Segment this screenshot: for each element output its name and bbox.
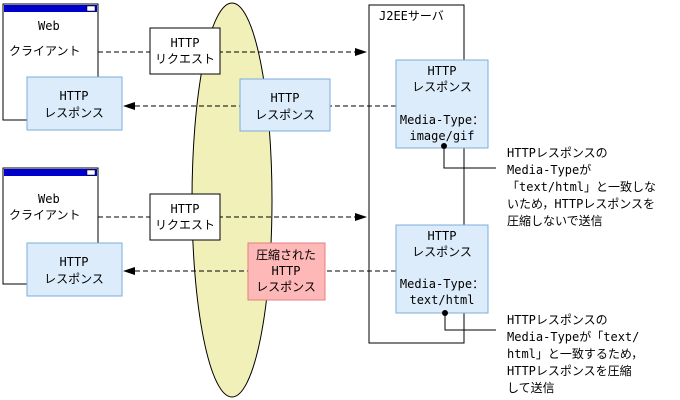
- server-response-top-line3: Media-Type：: [400, 113, 484, 127]
- client-response-top-line1: HTTP: [60, 89, 89, 103]
- compressed-response-line1: 圧縮された: [256, 247, 316, 262]
- note-top-line1: HTTPレスポンスの: [507, 146, 608, 160]
- mid-response-box-top: HTTP レスポンス: [239, 78, 331, 132]
- client-label-bottom-line2: クライアント: [9, 208, 81, 222]
- server-response-box-bottom: HTTP レスポンス Media-Type： text/html: [395, 224, 489, 314]
- client-titlebar-top: [4, 5, 97, 12]
- note-bottom-line4: HTTPレスポンスを圧縮: [507, 363, 632, 378]
- client-response-box-top: HTTP レスポンス: [26, 76, 123, 131]
- server-title: J2EEサーバ: [379, 9, 444, 23]
- client-response-box-bottom: HTTP レスポンス: [26, 242, 123, 297]
- window-button-icon: [86, 5, 96, 12]
- note-top-line3: 「text/html」と一致しな: [507, 180, 656, 194]
- callout-leader-top: [441, 143, 496, 169]
- request-box-top: HTTP リクエスト: [149, 27, 221, 75]
- client-label-bottom-line1: Web: [38, 192, 60, 206]
- note-bottom: HTTPレスポンスの Media-Typeが「text/ html」と一致するた…: [507, 313, 643, 395]
- callout-leader-bottom: [442, 310, 496, 331]
- server-response-bottom-line2: レスポンス: [412, 245, 472, 259]
- note-top-line5: 圧縮しないで送信: [507, 213, 603, 228]
- request-box-bottom: HTTP リクエスト: [149, 193, 221, 241]
- client-response-top-line2: レスポンス: [44, 106, 104, 120]
- client-response-bottom-line2: レスポンス: [44, 272, 104, 286]
- note-bottom-line5: して送信: [507, 380, 555, 395]
- note-bottom-line2: Media-Typeが「text/: [507, 329, 639, 344]
- server-response-top-line2: レスポンス: [412, 80, 472, 94]
- compressed-response-box: 圧縮された HTTP レスポンス: [247, 242, 326, 301]
- server-response-bottom-line1: HTTP: [428, 229, 457, 243]
- note-top: HTTPレスポンスの Media-Typeが 「text/html」と一致しな …: [507, 146, 656, 228]
- compressed-response-line3: レスポンス: [256, 280, 316, 294]
- note-bottom-line1: HTTPレスポンスの: [507, 313, 608, 327]
- compressed-response-line2: HTTP: [272, 264, 301, 278]
- server-response-bottom-line3: Media-Type：: [400, 277, 484, 291]
- client-response-bottom-line1: HTTP: [60, 255, 89, 269]
- note-top-line4: いため，HTTPレスポンスを: [507, 197, 655, 211]
- note-bottom-line3: html」と一致するため，: [507, 347, 643, 361]
- mid-response-top-line2: レスポンス: [255, 108, 315, 122]
- note-top-line2: Media-Typeが: [507, 162, 591, 177]
- request-box-bottom-line1: HTTP: [171, 202, 200, 216]
- server-response-box-top: HTTP レスポンス Media-Type： image/gif: [395, 59, 489, 149]
- window-button-icon: [86, 169, 96, 176]
- mid-response-top-line1: HTTP: [271, 91, 300, 105]
- server-response-top-line1: HTTP: [428, 64, 457, 78]
- request-box-top-line1: HTTP: [171, 36, 200, 50]
- client-label-top-line1: Web: [38, 19, 60, 33]
- request-box-top-line2: リクエスト: [155, 52, 215, 66]
- server-response-bottom-line4: text/html: [409, 293, 474, 307]
- client-titlebar-bottom: [4, 169, 97, 176]
- server-response-top-line4: image/gif: [409, 129, 474, 143]
- client-label-top-line2: クライアント: [9, 44, 81, 58]
- request-box-bottom-line2: リクエスト: [155, 218, 215, 232]
